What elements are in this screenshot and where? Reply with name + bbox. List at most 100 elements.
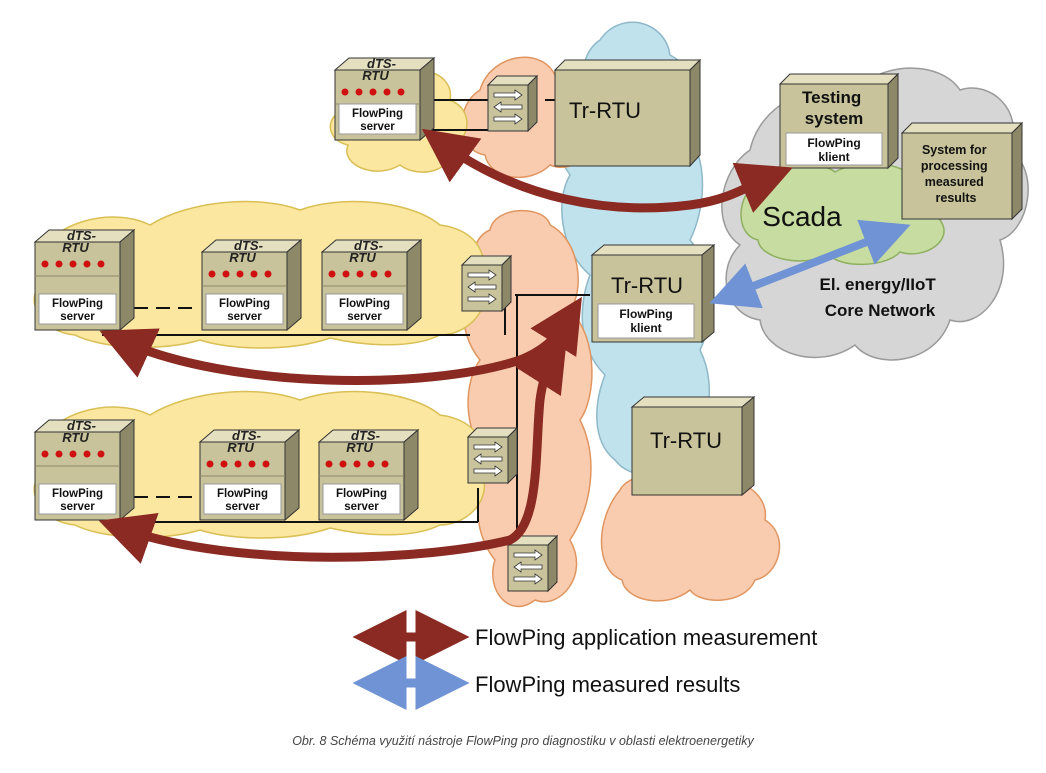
dts-rtu-label-cont: RTU bbox=[362, 68, 389, 83]
status-led-icon bbox=[208, 270, 216, 278]
switch-arrow-icon bbox=[513, 573, 543, 585]
status-led-icon bbox=[369, 88, 377, 96]
switch-arrow-icon bbox=[493, 89, 523, 101]
switch-arrow-icon bbox=[467, 281, 497, 293]
status-led-icon bbox=[384, 270, 392, 278]
status-led-icon bbox=[339, 460, 347, 468]
testing-system-flowping: FlowPing bbox=[807, 136, 860, 150]
switch-icon bbox=[466, 426, 519, 485]
tr-rtu-middle-flowping: FlowPing bbox=[619, 307, 672, 321]
status-led-icon bbox=[397, 88, 405, 96]
switch-arrow-icon bbox=[467, 269, 497, 281]
status-led-icon bbox=[41, 260, 49, 268]
status-led-icon bbox=[262, 460, 270, 468]
switch-icon bbox=[506, 534, 559, 593]
dts-rtu-label-cont: RTU bbox=[229, 250, 256, 265]
status-led-icon bbox=[381, 460, 389, 468]
switch-arrow-icon bbox=[513, 561, 543, 573]
status-led-icon bbox=[325, 460, 333, 468]
switch-arrow-icon bbox=[493, 113, 523, 125]
legend-results-label: FlowPing measured results bbox=[475, 672, 740, 697]
status-led-icon bbox=[353, 460, 361, 468]
measurement-arrow-lower bbox=[98, 336, 568, 564]
testing-system-klient: klient bbox=[818, 150, 849, 164]
tr-rtu-upper: Tr-RTU bbox=[553, 58, 702, 168]
dts-rtu-label-cont: RTU bbox=[227, 440, 254, 455]
status-led-icon bbox=[55, 260, 63, 268]
processing-system: System for processing measured results bbox=[900, 121, 1024, 221]
results-arrow bbox=[709, 219, 911, 309]
status-led-icon bbox=[97, 450, 105, 458]
tr-rtu-middle-klient: klient bbox=[630, 321, 661, 335]
status-led-icon bbox=[370, 270, 378, 278]
server-label: server bbox=[60, 311, 95, 323]
switch-icon bbox=[486, 74, 539, 133]
flowping-label: FlowPing bbox=[339, 298, 390, 310]
server-label: server bbox=[344, 501, 379, 513]
legend-measurement-label: FlowPing application measurement bbox=[475, 625, 817, 650]
status-led-icon bbox=[206, 460, 214, 468]
status-led-icon bbox=[367, 460, 375, 468]
tr-rtu-lower: Tr-RTU bbox=[630, 395, 756, 497]
server-label: server bbox=[227, 311, 262, 323]
dts-rtu-label: dTS- bbox=[367, 56, 396, 71]
dts-rtu-label-cont: RTU bbox=[62, 430, 89, 445]
status-led-icon bbox=[83, 450, 91, 458]
server-label: server bbox=[347, 311, 382, 323]
legend: FlowPing application measurement FlowPin… bbox=[352, 610, 817, 710]
status-led-icon bbox=[355, 88, 363, 96]
flowping-label: FlowPing bbox=[52, 488, 103, 500]
flowping-label: FlowPing bbox=[352, 108, 403, 120]
status-led-icon bbox=[248, 460, 256, 468]
dts-rtu-label: dTS- bbox=[67, 228, 96, 243]
dts-rtu-label: dTS- bbox=[354, 238, 383, 253]
dts-rtu-label-cont: RTU bbox=[349, 250, 376, 265]
dts-rtu-label-cont: RTU bbox=[346, 440, 373, 455]
server-label: server bbox=[60, 501, 95, 513]
status-led-icon bbox=[97, 260, 105, 268]
tr-rtu-middle: Tr-RTU FlowPing klient bbox=[590, 243, 716, 344]
flowping-label: FlowPing bbox=[52, 298, 103, 310]
status-led-icon bbox=[69, 450, 77, 458]
switch-icon bbox=[460, 254, 513, 313]
flowping-label: FlowPing bbox=[217, 488, 268, 500]
status-led-icon bbox=[328, 270, 336, 278]
testing-system-label: Testing system bbox=[802, 88, 866, 128]
measurement-arrow-top bbox=[421, 128, 793, 213]
tr-rtu-upper-label: Tr-RTU bbox=[569, 98, 641, 123]
figure-caption: Obr. 8 Schéma využití nástroje FlowPing … bbox=[292, 734, 754, 748]
status-led-icon bbox=[222, 270, 230, 278]
status-led-icon bbox=[41, 450, 49, 458]
scada-label: Scada bbox=[762, 201, 842, 232]
server-label: server bbox=[360, 121, 395, 133]
status-led-icon bbox=[342, 270, 350, 278]
tr-rtu-lower-label: Tr-RTU bbox=[650, 428, 722, 453]
status-led-icon bbox=[356, 270, 364, 278]
flowping-label: FlowPing bbox=[336, 488, 387, 500]
status-led-icon bbox=[220, 460, 228, 468]
server-label: server bbox=[225, 501, 260, 513]
dts-rtu-label: dTS- bbox=[67, 418, 96, 433]
measurement-arrows bbox=[98, 128, 793, 564]
tr-rtu-middle-label: Tr-RTU bbox=[611, 273, 683, 298]
status-led-icon bbox=[341, 88, 349, 96]
status-led-icon bbox=[250, 270, 258, 278]
dts-rtu-label: dTS- bbox=[234, 238, 263, 253]
switch-arrow-icon bbox=[493, 101, 523, 113]
status-led-icon bbox=[69, 260, 77, 268]
processing-system-label: System for processing measured results bbox=[921, 143, 991, 205]
status-led-icon bbox=[83, 260, 91, 268]
status-led-icon bbox=[234, 460, 242, 468]
dts-rtu-label-cont: RTU bbox=[62, 240, 89, 255]
status-led-icon bbox=[55, 450, 63, 458]
testing-system: Testing system FlowPing klient bbox=[778, 72, 900, 170]
status-led-icon bbox=[383, 88, 391, 96]
